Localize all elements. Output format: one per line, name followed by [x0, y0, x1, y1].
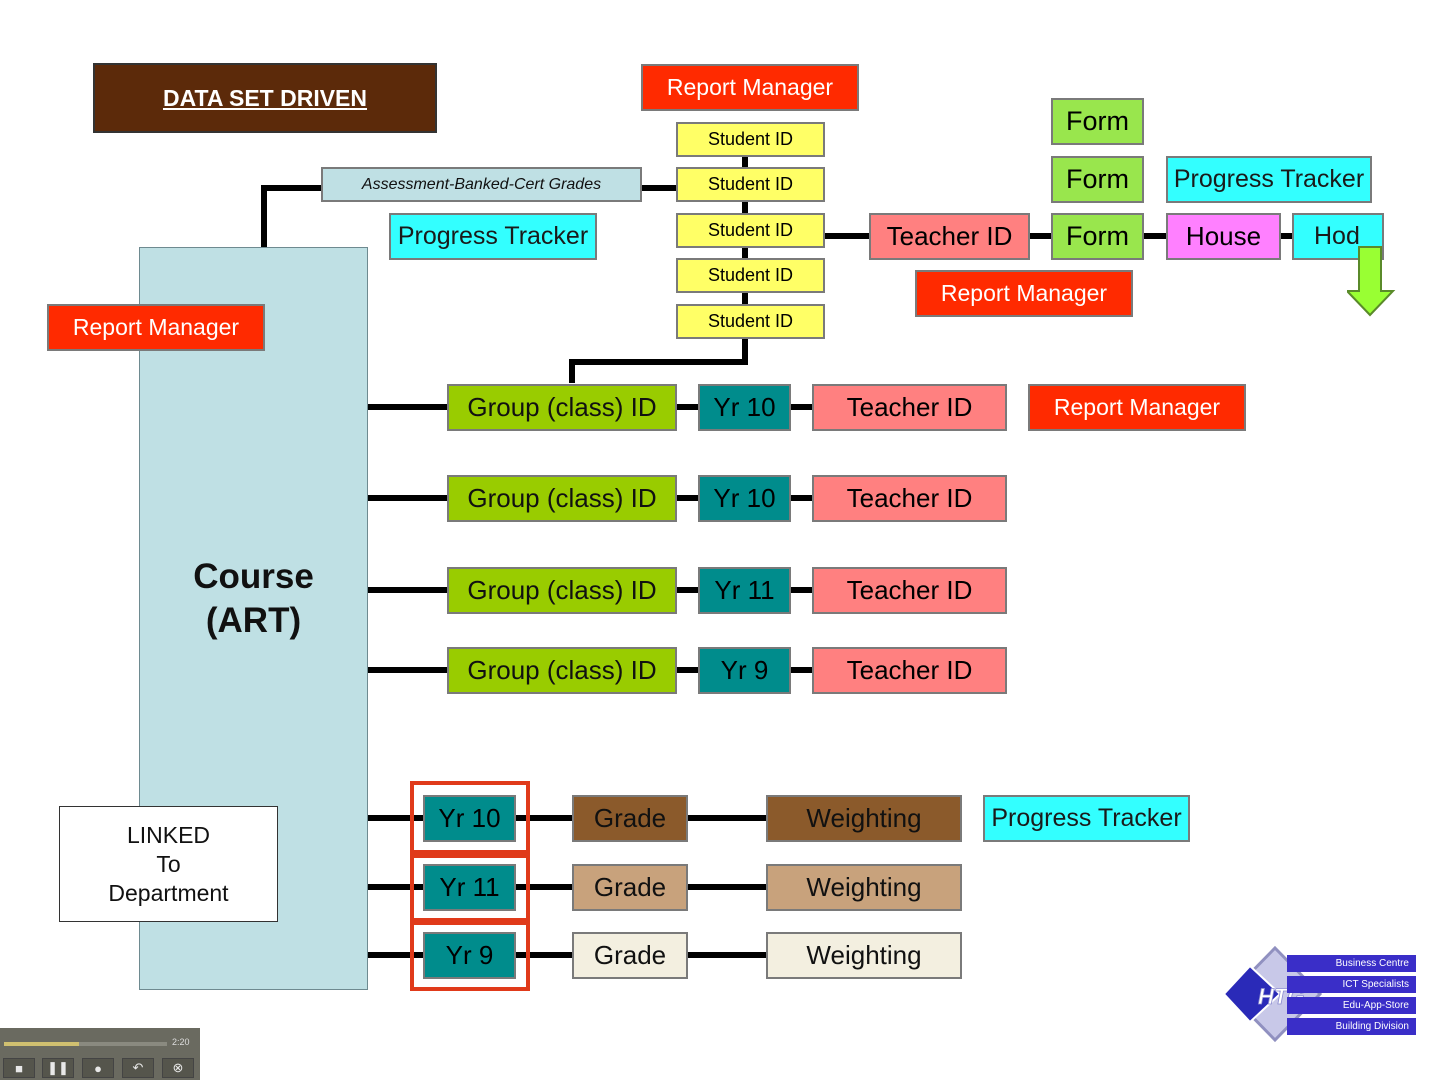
seek-bar[interactable] — [4, 1042, 167, 1046]
year-box: Yr 11 — [423, 864, 516, 911]
teacher-id-box: Teacher ID — [812, 647, 1007, 694]
student-id-box: Student ID — [676, 122, 825, 157]
logo-line: Building Division — [1287, 1018, 1416, 1035]
media-player-bar: 2:20 ■ ❚❚ ● ↶ ⊗ — [0, 1028, 200, 1080]
teacher-id-box: Teacher ID — [812, 567, 1007, 614]
grade-box: Grade — [572, 795, 688, 842]
year-box: Yr 9 — [423, 932, 516, 979]
progress-tracker-form: Progress Tracker — [1166, 156, 1372, 203]
rewind-icon[interactable]: ↶ — [122, 1058, 154, 1078]
weighting-box: Weighting — [766, 932, 962, 979]
stop-icon[interactable]: ■ — [3, 1058, 35, 1078]
report-manager-top: Report Manager — [641, 64, 859, 111]
grade-box: Grade — [572, 932, 688, 979]
student-id-box: Student ID — [676, 258, 825, 293]
weighting-box: Weighting — [766, 795, 962, 842]
report-manager-group: Report Manager — [1028, 384, 1246, 431]
group-class-id-box: Group (class) ID — [447, 475, 677, 522]
student-id-box: Student ID — [676, 167, 825, 202]
student-id-box: Student ID — [676, 304, 825, 339]
seek-progress — [4, 1042, 79, 1046]
group-class-id-box: Group (class) ID — [447, 647, 677, 694]
student-id-box: Student ID — [676, 213, 825, 248]
teacher-id-box: Teacher ID — [812, 475, 1007, 522]
assessment-grades-box: Assessment-Banked-Cert Grades — [321, 167, 642, 202]
pause-icon[interactable]: ❚❚ — [42, 1058, 74, 1078]
close-icon[interactable]: ⊗ — [162, 1058, 194, 1078]
form-box: Form — [1051, 213, 1144, 260]
year-highlight-frame — [410, 850, 530, 925]
logo-line: Business Centre — [1287, 955, 1416, 972]
grade-box: Grade — [572, 864, 688, 911]
course-label: Course (ART) — [193, 556, 314, 640]
linked-to-department-box: LINKED To Department — [59, 806, 278, 922]
down-arrow-icon — [1347, 246, 1396, 317]
title-text: DATA SET DRIVEN — [162, 84, 368, 111]
form-box: Form — [1051, 98, 1144, 145]
player-time: 2:20 — [172, 1037, 190, 1047]
title-banner: DATA SET DRIVEN — [93, 63, 437, 133]
year-box: Yr 10 — [698, 475, 791, 522]
teacher-id-box: Teacher ID — [869, 213, 1030, 260]
group-class-id-box: Group (class) ID — [447, 384, 677, 431]
report-manager-teacher: Report Manager — [915, 270, 1133, 317]
volume-icon[interactable]: ● — [82, 1058, 114, 1078]
progress-tracker-grade: Progress Tracker — [983, 795, 1190, 842]
year-highlight-frame — [410, 781, 530, 858]
weighting-box: Weighting — [766, 864, 962, 911]
logo-line: ICT Specialists — [1287, 976, 1416, 993]
progress-tracker-course: Progress Tracker — [389, 213, 597, 260]
report-manager-course: Report Manager — [47, 304, 265, 351]
year-box: Yr 10 — [423, 795, 516, 842]
logo-line: Edu-App-Store — [1287, 997, 1416, 1014]
form-box: Form — [1051, 156, 1144, 203]
year-box: Yr 11 — [698, 567, 791, 614]
year-box: Yr 10 — [698, 384, 791, 431]
group-class-id-box: Group (class) ID — [447, 567, 677, 614]
house-box: House — [1166, 213, 1281, 260]
year-highlight-frame — [410, 918, 530, 991]
year-box: Yr 9 — [698, 647, 791, 694]
teacher-id-box: Teacher ID — [812, 384, 1007, 431]
